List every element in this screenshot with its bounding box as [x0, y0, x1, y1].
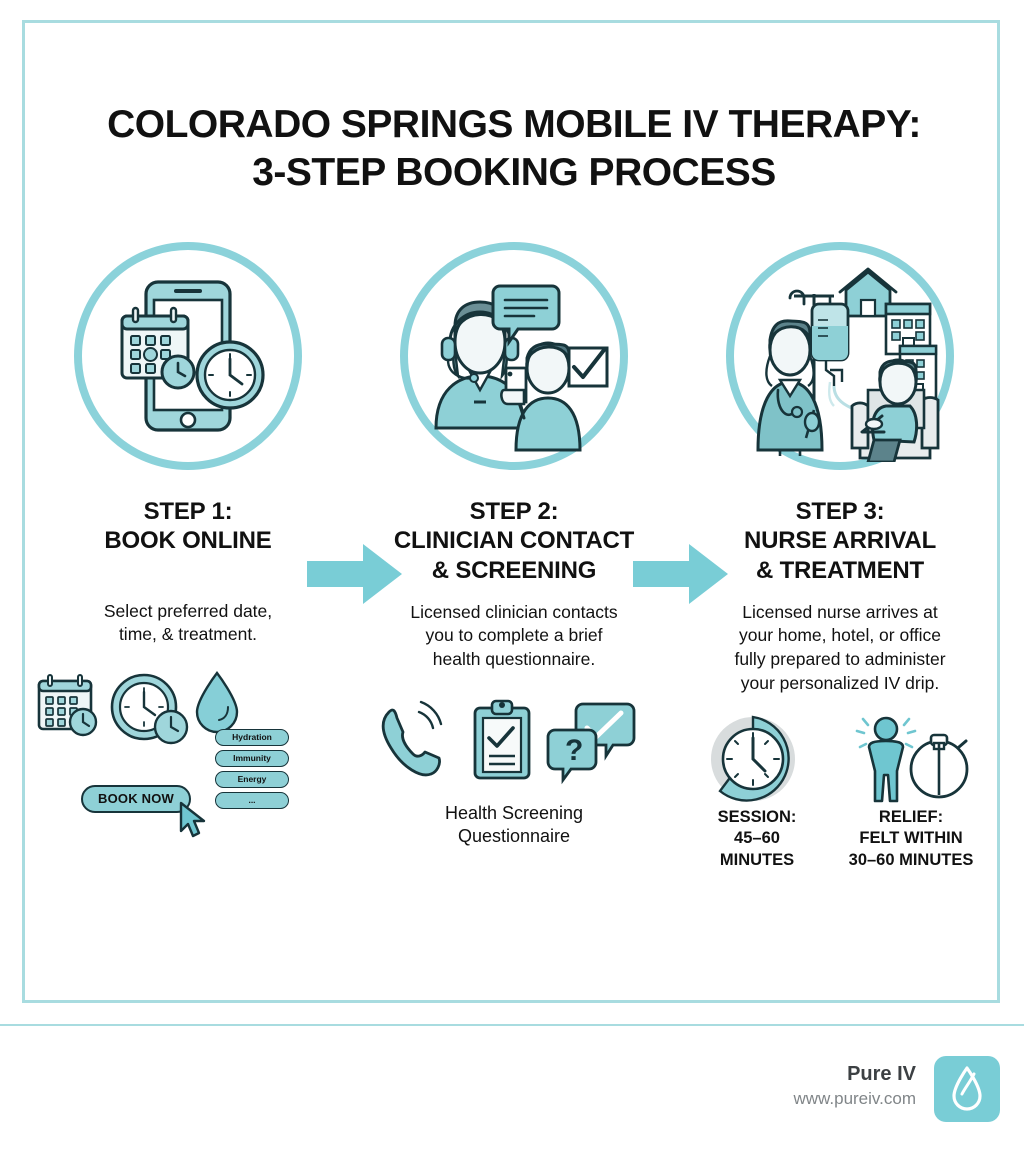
stat-relief-line-3: 30–60 MINUTES: [848, 850, 974, 869]
step-3-illustration-wrap: [677, 231, 1003, 481]
brand-logo: [934, 1056, 1000, 1122]
step-2-description: Licensed clinician contacts you to compl…: [351, 601, 677, 672]
step-2-circle: [400, 242, 628, 470]
stat-session-line-1: SESSION:: [717, 808, 797, 827]
step-3-desc-line-4: your personalized IV drip.: [740, 672, 940, 693]
step-1-desc-line-2: time, & treatment.: [118, 624, 258, 645]
infographic-frame: COLORADO SPRINGS MOBILE IV THERAPY: 3-ST…: [22, 20, 1000, 1003]
title-line-2: 3-STEP BOOKING PROCESS: [252, 150, 776, 194]
step-1-heading-line-2: BOOK ONLINE: [104, 527, 272, 555]
water-droplet-icon: [952, 1066, 982, 1111]
step-1-circle: [74, 242, 302, 470]
step-column-1: STEP 1: BOOK ONLINE Select preferred dat…: [25, 231, 351, 847]
step-2-illustration-wrap: [351, 231, 677, 481]
step-2-desc-line-3: health questionnaire.: [432, 649, 596, 670]
step-2-sub-label-line-1: Health Screening: [444, 802, 584, 823]
step-3-desc-line-2: your home, hotel, or office: [738, 625, 941, 646]
step-2-sub-label: Health Screening Questionnaire: [351, 802, 677, 849]
step-2-detail-icons: ?: [351, 696, 677, 796]
steps-container: STEP 1: BOOK ONLINE Select preferred dat…: [25, 231, 1003, 931]
step-1-description: Select preferred date, time, & treatment…: [25, 600, 351, 647]
clinician-headset-patient-phone-icon: [434, 284, 609, 452]
step-column-2: STEP 2: CLINICIAN CONTACT & SCREENING Li…: [351, 231, 677, 848]
stat-session-line-3: MINUTES: [719, 850, 795, 869]
clock-icon: [110, 673, 189, 744]
phone-calendar-clock-icon: [120, 280, 265, 432]
book-now-button[interactable]: BOOK NOW: [81, 784, 191, 813]
stat-session-line-2: 45–60: [734, 829, 780, 848]
treatment-pill-immunity-label: Immunity: [233, 753, 271, 764]
clipboard-check-icon: [473, 699, 531, 780]
chat-bubbles-icon: ?: [546, 702, 636, 784]
person-stopwatch-icon: [855, 716, 969, 803]
stat-relief-line-2: FELT WITHIN: [859, 829, 963, 848]
cursor-pointer-icon: [179, 801, 206, 837]
treatment-pill-energy-label: Energy: [237, 774, 267, 785]
phone-call-icon: [381, 700, 443, 776]
step-1-heading-line-1: STEP 1:: [143, 498, 233, 525]
stat-relief-line-1: RELIEF:: [878, 808, 944, 827]
book-now-button-label: BOOK NOW: [98, 791, 174, 807]
treatment-pill-immunity[interactable]: Immunity: [215, 749, 289, 767]
treatment-pill-hydration[interactable]: Hydration: [215, 728, 289, 746]
brand-name: Pure IV: [847, 1063, 916, 1085]
step-1-illustration-wrap: [25, 231, 351, 481]
step-3-heading-line-2: NURSE ARRIVAL: [743, 527, 937, 555]
treatment-pill-energy[interactable]: Energy: [215, 770, 289, 788]
stat-session: SESSION: 45–60 MINUTES: [687, 807, 827, 870]
step-2-desc-line-1: Licensed clinician contacts: [410, 601, 618, 622]
step-1-detail-icons: Hydration Immunity Energy ... BOOK NOW: [25, 657, 351, 847]
treatment-pill-hydration-label: Hydration: [232, 732, 272, 743]
title-line-1: COLORADO SPRINGS MOBILE IV THERAPY:: [107, 103, 921, 146]
footer-divider: [0, 1024, 1024, 1026]
step-3-heading: STEP 3: NURSE ARRIVAL & TREATMENT: [677, 497, 1003, 585]
step-3-description: Licensed nurse arrives at your home, hot…: [677, 601, 1003, 696]
step-3-heading-line-3: & TREATMENT: [755, 556, 924, 584]
step-2-heading-line-2: CLINICIAN CONTACT: [393, 527, 635, 555]
arrow-step2-to-step3: [633, 541, 729, 607]
treatment-pill-more-label: ...: [248, 795, 256, 806]
step-2-sub-label-line-2: Questionnaire: [457, 826, 571, 847]
step-1-heading: STEP 1: BOOK ONLINE: [25, 497, 351, 556]
page-title: COLORADO SPRINGS MOBILE IV THERAPY: 3-ST…: [25, 101, 1003, 196]
step-2-desc-line-2: you to complete a brief: [425, 625, 603, 646]
stat-relief: RELIEF: FELT WITHIN 30–60 MINUTES: [823, 807, 999, 870]
nurse-iv-drip-patient-chair-icon: [756, 267, 940, 462]
step-2-heading: STEP 2: CLINICIAN CONTACT & SCREENING: [351, 497, 677, 585]
calendar-icon: [37, 673, 98, 736]
step-1-desc-line-1: Select preferred date,: [103, 600, 273, 621]
step-2-heading-line-1: STEP 2:: [469, 498, 559, 525]
step-3-desc-line-1: Licensed nurse arrives at: [742, 601, 938, 622]
step-3-stat-icons: [677, 713, 1003, 805]
arrow-step1-to-step2: [307, 541, 403, 607]
brand-text: Pure IV www.pureiv.com: [794, 1062, 917, 1110]
water-droplet-icon: [195, 670, 239, 733]
treatment-pill-more[interactable]: ...: [215, 791, 289, 809]
brand-url[interactable]: www.pureiv.com: [793, 1089, 917, 1108]
footer: Pure IV www.pureiv.com: [0, 1050, 1024, 1150]
svg-text:?: ?: [565, 734, 583, 767]
step-column-3: STEP 3: NURSE ARRIVAL & TREATMENT Licens…: [677, 231, 1003, 869]
step-2-heading-line-3: & SCREENING: [431, 556, 597, 584]
step-3-heading-line-1: STEP 3:: [795, 498, 885, 525]
step-3-desc-line-3: fully prepared to administer: [734, 649, 946, 670]
clock-icon: [711, 715, 795, 802]
step-3-circle: [726, 242, 954, 470]
